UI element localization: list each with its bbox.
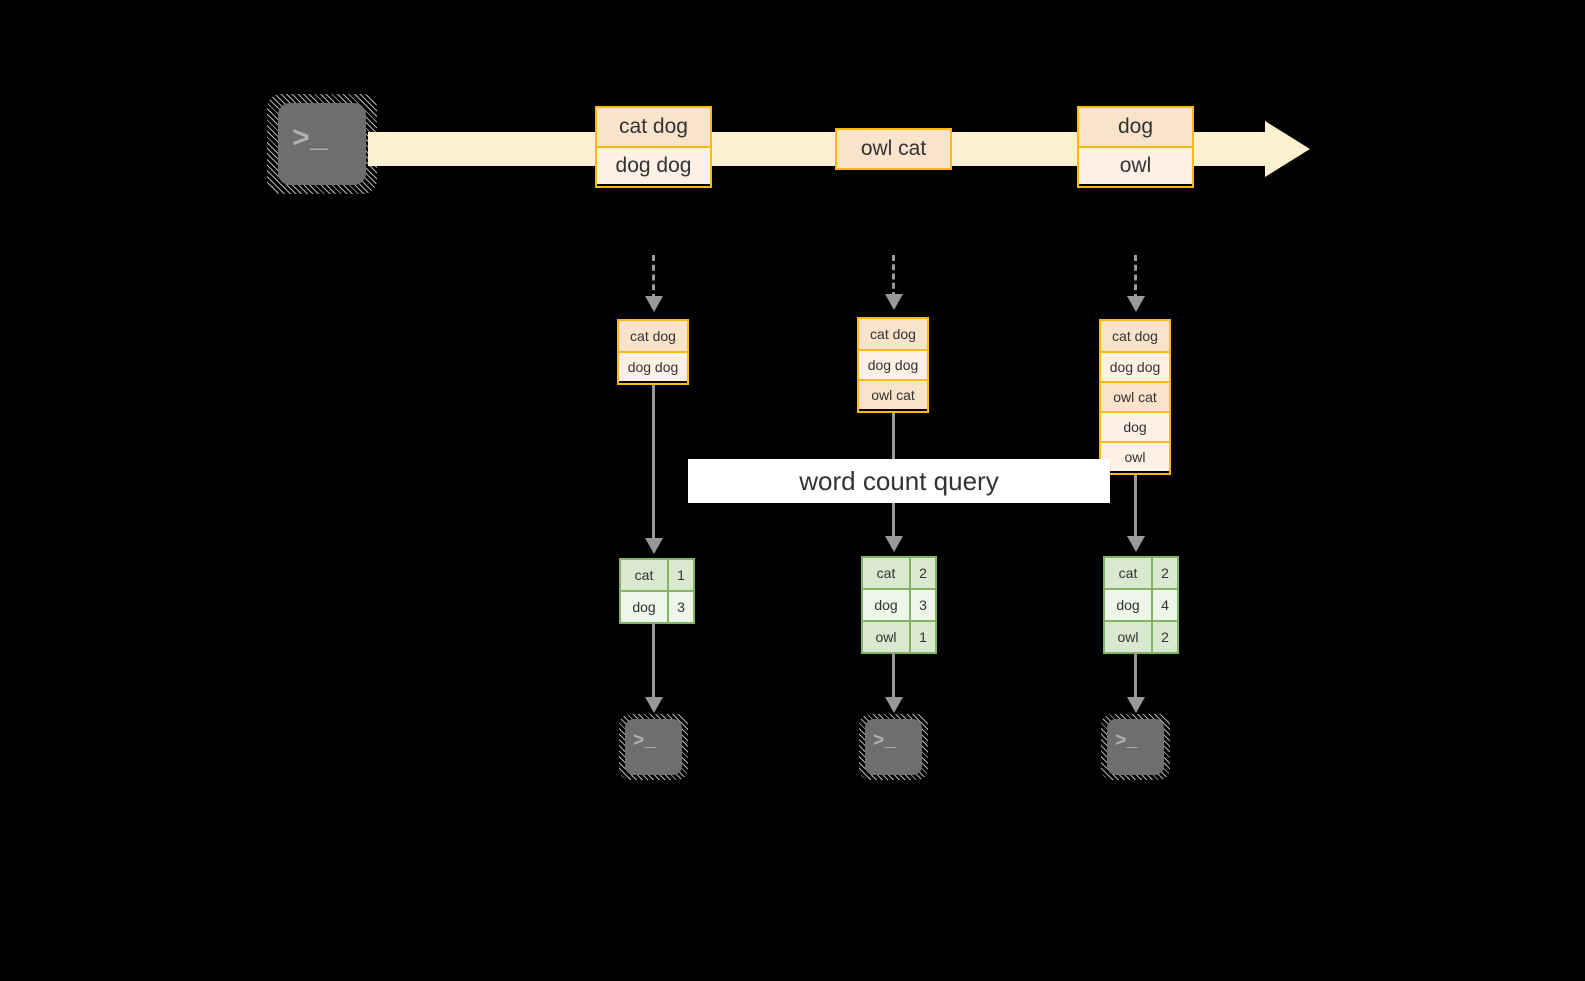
snapshot-2-sink-terminal-icon[interactable]: >_ xyxy=(865,719,922,775)
stream-message-row: cat dog xyxy=(597,108,710,146)
query-banner-label: word count query xyxy=(799,465,999,496)
table-cell-count: 3 xyxy=(909,590,935,620)
table-cell-word: cat xyxy=(863,558,909,588)
snapshot-input-row: cat dog xyxy=(1101,321,1169,351)
snapshot-1-query-arrowhead xyxy=(645,538,663,554)
snapshot-3-result-table[interactable]: cat 2 dog 4 owl 2 xyxy=(1103,556,1179,654)
stream-message-row: dog xyxy=(1079,108,1192,146)
snapshot-2-result-table[interactable]: cat 2 dog 3 owl 1 xyxy=(861,556,937,654)
table-cell-word: owl xyxy=(1105,622,1151,652)
terminal-prompt-icon: >_ xyxy=(873,730,896,752)
snapshot-3-sink-connector xyxy=(1134,652,1137,700)
snapshot-3-query-arrowhead xyxy=(1127,536,1145,552)
snapshot-3-sink-terminal-icon[interactable]: >_ xyxy=(1107,719,1164,775)
table-cell-count: 2 xyxy=(1151,622,1177,652)
table-cell-word: dog xyxy=(1105,590,1151,620)
snapshot-3-input-box[interactable]: cat dog dog dog owl cat dog owl xyxy=(1099,319,1171,475)
snapshot-1-query-connector xyxy=(652,385,655,540)
table-row: owl 1 xyxy=(863,620,935,652)
stream-to-snapshot-1-connector xyxy=(652,255,655,300)
table-row: dog 3 xyxy=(621,590,693,622)
snapshot-2-sink-arrowhead xyxy=(885,697,903,713)
snapshot-2-input-box[interactable]: cat dog dog dog owl cat xyxy=(857,317,929,413)
table-cell-word: dog xyxy=(621,592,667,622)
terminal-prompt-icon: >_ xyxy=(292,123,329,157)
table-cell-count: 1 xyxy=(909,622,935,652)
table-cell-count: 4 xyxy=(1151,590,1177,620)
table-cell-word: dog xyxy=(863,590,909,620)
table-row: dog 3 xyxy=(863,588,935,620)
stream-message-1[interactable]: cat dog dog dog xyxy=(595,106,712,188)
snapshot-input-row: dog xyxy=(1101,411,1169,441)
snapshot-1-sink-terminal-icon[interactable]: >_ xyxy=(625,719,682,775)
snapshot-1-result-table[interactable]: cat 1 dog 3 xyxy=(619,558,695,624)
table-row: cat 2 xyxy=(1105,558,1177,588)
snapshot-input-row: owl cat xyxy=(859,379,927,409)
table-row: owl 2 xyxy=(1105,620,1177,652)
snapshot-input-row: dog dog xyxy=(859,349,927,379)
stream-message-row: owl cat xyxy=(837,130,950,168)
table-row: cat 1 xyxy=(621,560,693,590)
stream-to-snapshot-1-arrowhead xyxy=(645,296,663,312)
stream-to-snapshot-2-arrowhead xyxy=(885,294,903,310)
snapshot-input-row: owl cat xyxy=(1101,381,1169,411)
stream-message-2[interactable]: owl cat xyxy=(835,128,952,170)
table-cell-count: 1 xyxy=(667,560,693,590)
snapshot-input-row: owl xyxy=(1101,441,1169,471)
snapshot-3-sink-arrowhead xyxy=(1127,697,1145,713)
snapshot-input-row: dog dog xyxy=(1101,351,1169,381)
table-cell-word: cat xyxy=(621,560,667,590)
table-cell-count: 2 xyxy=(1151,558,1177,588)
terminal-prompt-icon: >_ xyxy=(1115,730,1138,752)
snapshot-input-row: cat dog xyxy=(859,319,927,349)
table-cell-word: owl xyxy=(863,622,909,652)
source-terminal-icon[interactable]: >_ xyxy=(278,103,366,185)
stream-message-row: dog dog xyxy=(597,146,710,184)
table-cell-count: 3 xyxy=(667,592,693,622)
table-cell-count: 2 xyxy=(909,558,935,588)
query-banner: word count query xyxy=(688,459,1110,503)
terminal-prompt-icon: >_ xyxy=(633,730,656,752)
stream-message-row: owl xyxy=(1079,146,1192,184)
table-row: dog 4 xyxy=(1105,588,1177,620)
snapshot-3-query-connector xyxy=(1134,475,1137,538)
stream-message-3[interactable]: dog owl xyxy=(1077,106,1194,188)
snapshot-1-input-box[interactable]: cat dog dog dog xyxy=(617,319,689,385)
snapshot-1-sink-connector xyxy=(652,622,655,700)
snapshot-2-sink-connector xyxy=(892,652,895,700)
snapshot-1-sink-arrowhead xyxy=(645,697,663,713)
stream-to-snapshot-3-arrowhead xyxy=(1127,296,1145,312)
event-stream-arrowhead xyxy=(1265,121,1310,177)
table-row: cat 2 xyxy=(863,558,935,588)
snapshot-input-row: cat dog xyxy=(619,321,687,351)
stream-to-snapshot-2-connector xyxy=(892,255,895,298)
snapshot-2-query-arrowhead xyxy=(885,536,903,552)
snapshot-input-row: dog dog xyxy=(619,351,687,381)
stream-to-snapshot-3-connector xyxy=(1134,255,1137,300)
table-cell-word: cat xyxy=(1105,558,1151,588)
